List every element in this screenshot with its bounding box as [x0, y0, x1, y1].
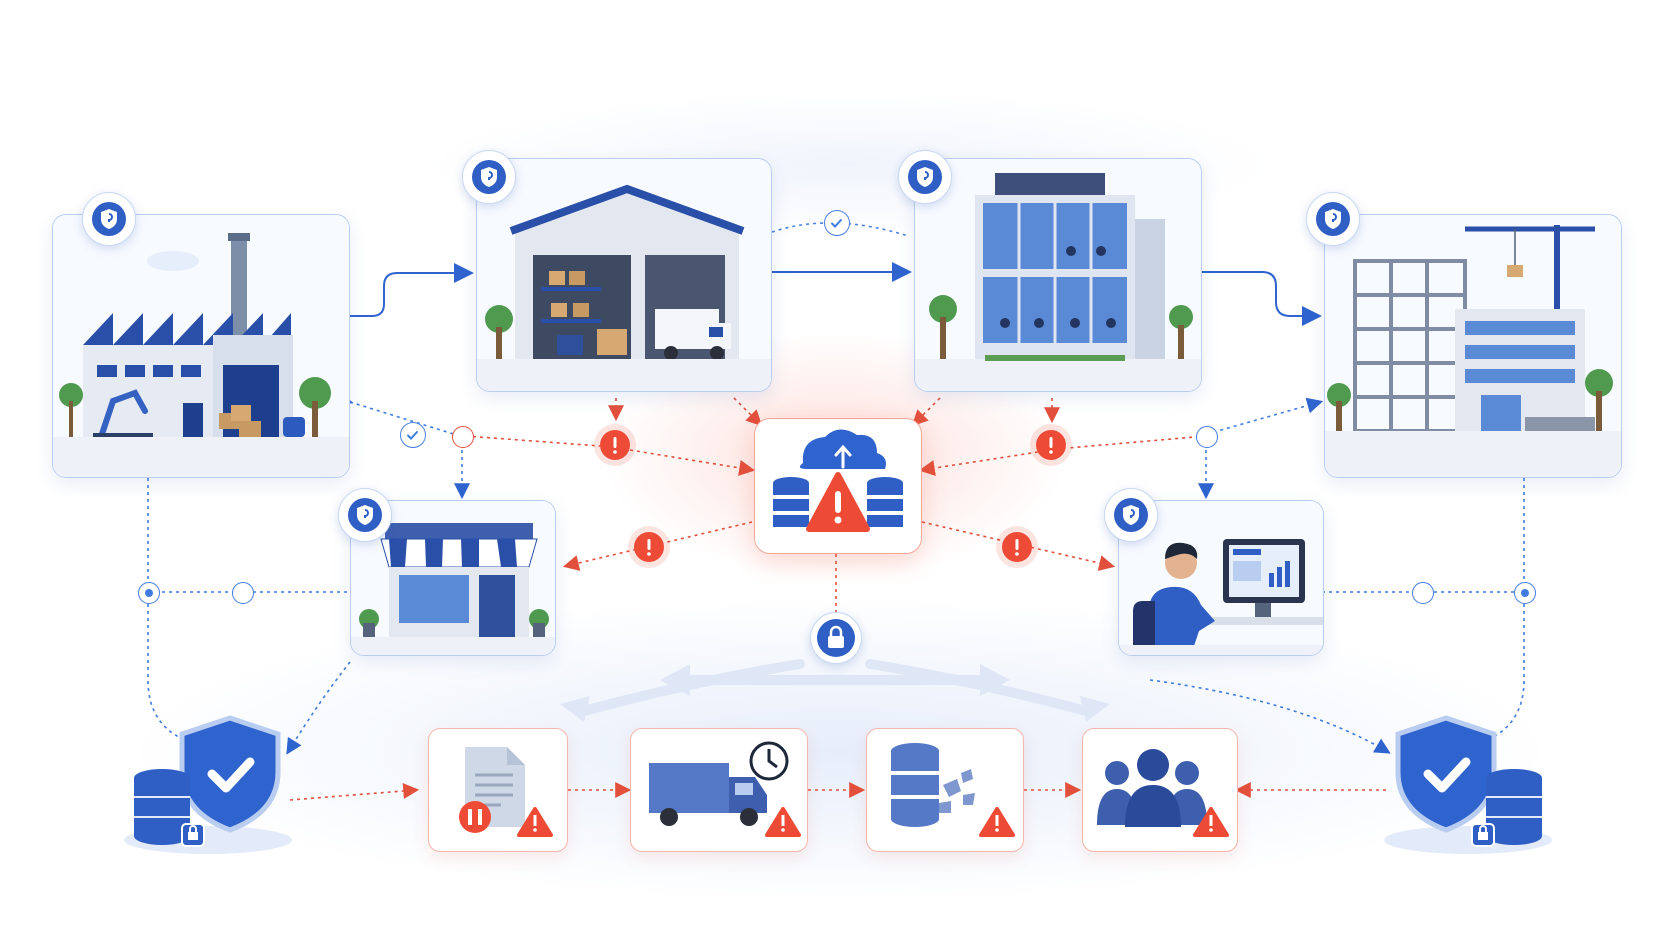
construction-site-icon	[1325, 215, 1621, 477]
shield-database-lock-icon	[1378, 712, 1558, 858]
shield-icon	[338, 488, 392, 542]
junction-node	[138, 582, 160, 604]
factory-building-icon	[53, 215, 349, 477]
truck-clock-alert-icon	[631, 729, 807, 851]
secure-backup-right	[1378, 712, 1558, 858]
shield-icon	[898, 150, 952, 204]
construction-card[interactable]	[1324, 214, 1622, 478]
people-alert-icon	[1083, 729, 1237, 851]
alert-icon	[600, 430, 630, 460]
alert-icon	[1036, 430, 1066, 460]
junction-node	[232, 582, 254, 604]
office-card[interactable]	[914, 158, 1202, 392]
central-hub[interactable]	[754, 418, 922, 554]
shield-icon	[1306, 192, 1360, 246]
data-loss-tile[interactable]	[866, 728, 1024, 852]
lock-icon	[810, 612, 862, 664]
shield-icon	[82, 192, 136, 246]
warehouse-building-icon	[477, 159, 771, 391]
delayed-delivery-tile[interactable]	[630, 728, 808, 852]
junction-node	[1514, 582, 1536, 604]
shield-icon	[1104, 488, 1158, 542]
team-impact-tile[interactable]	[1082, 728, 1238, 852]
checkpoint-node	[400, 422, 426, 448]
document-pause-alert-icon	[429, 729, 567, 851]
alert-icon	[634, 532, 664, 562]
factory-card[interactable]	[52, 214, 350, 478]
office-building-icon	[915, 159, 1201, 391]
alert-icon	[1002, 532, 1032, 562]
shield-icon	[462, 150, 516, 204]
database-broken-alert-icon	[867, 729, 1023, 851]
paused-document-tile[interactable]	[428, 728, 568, 852]
junction-node	[1196, 426, 1218, 448]
checkpoint-node	[824, 210, 850, 236]
cloud-database-alert-icon	[755, 419, 921, 553]
junction-node	[1412, 582, 1434, 604]
junction-node	[452, 426, 474, 448]
secure-backup-left	[118, 712, 298, 858]
warehouse-card[interactable]	[476, 158, 772, 392]
shield-database-lock-icon	[118, 712, 298, 858]
